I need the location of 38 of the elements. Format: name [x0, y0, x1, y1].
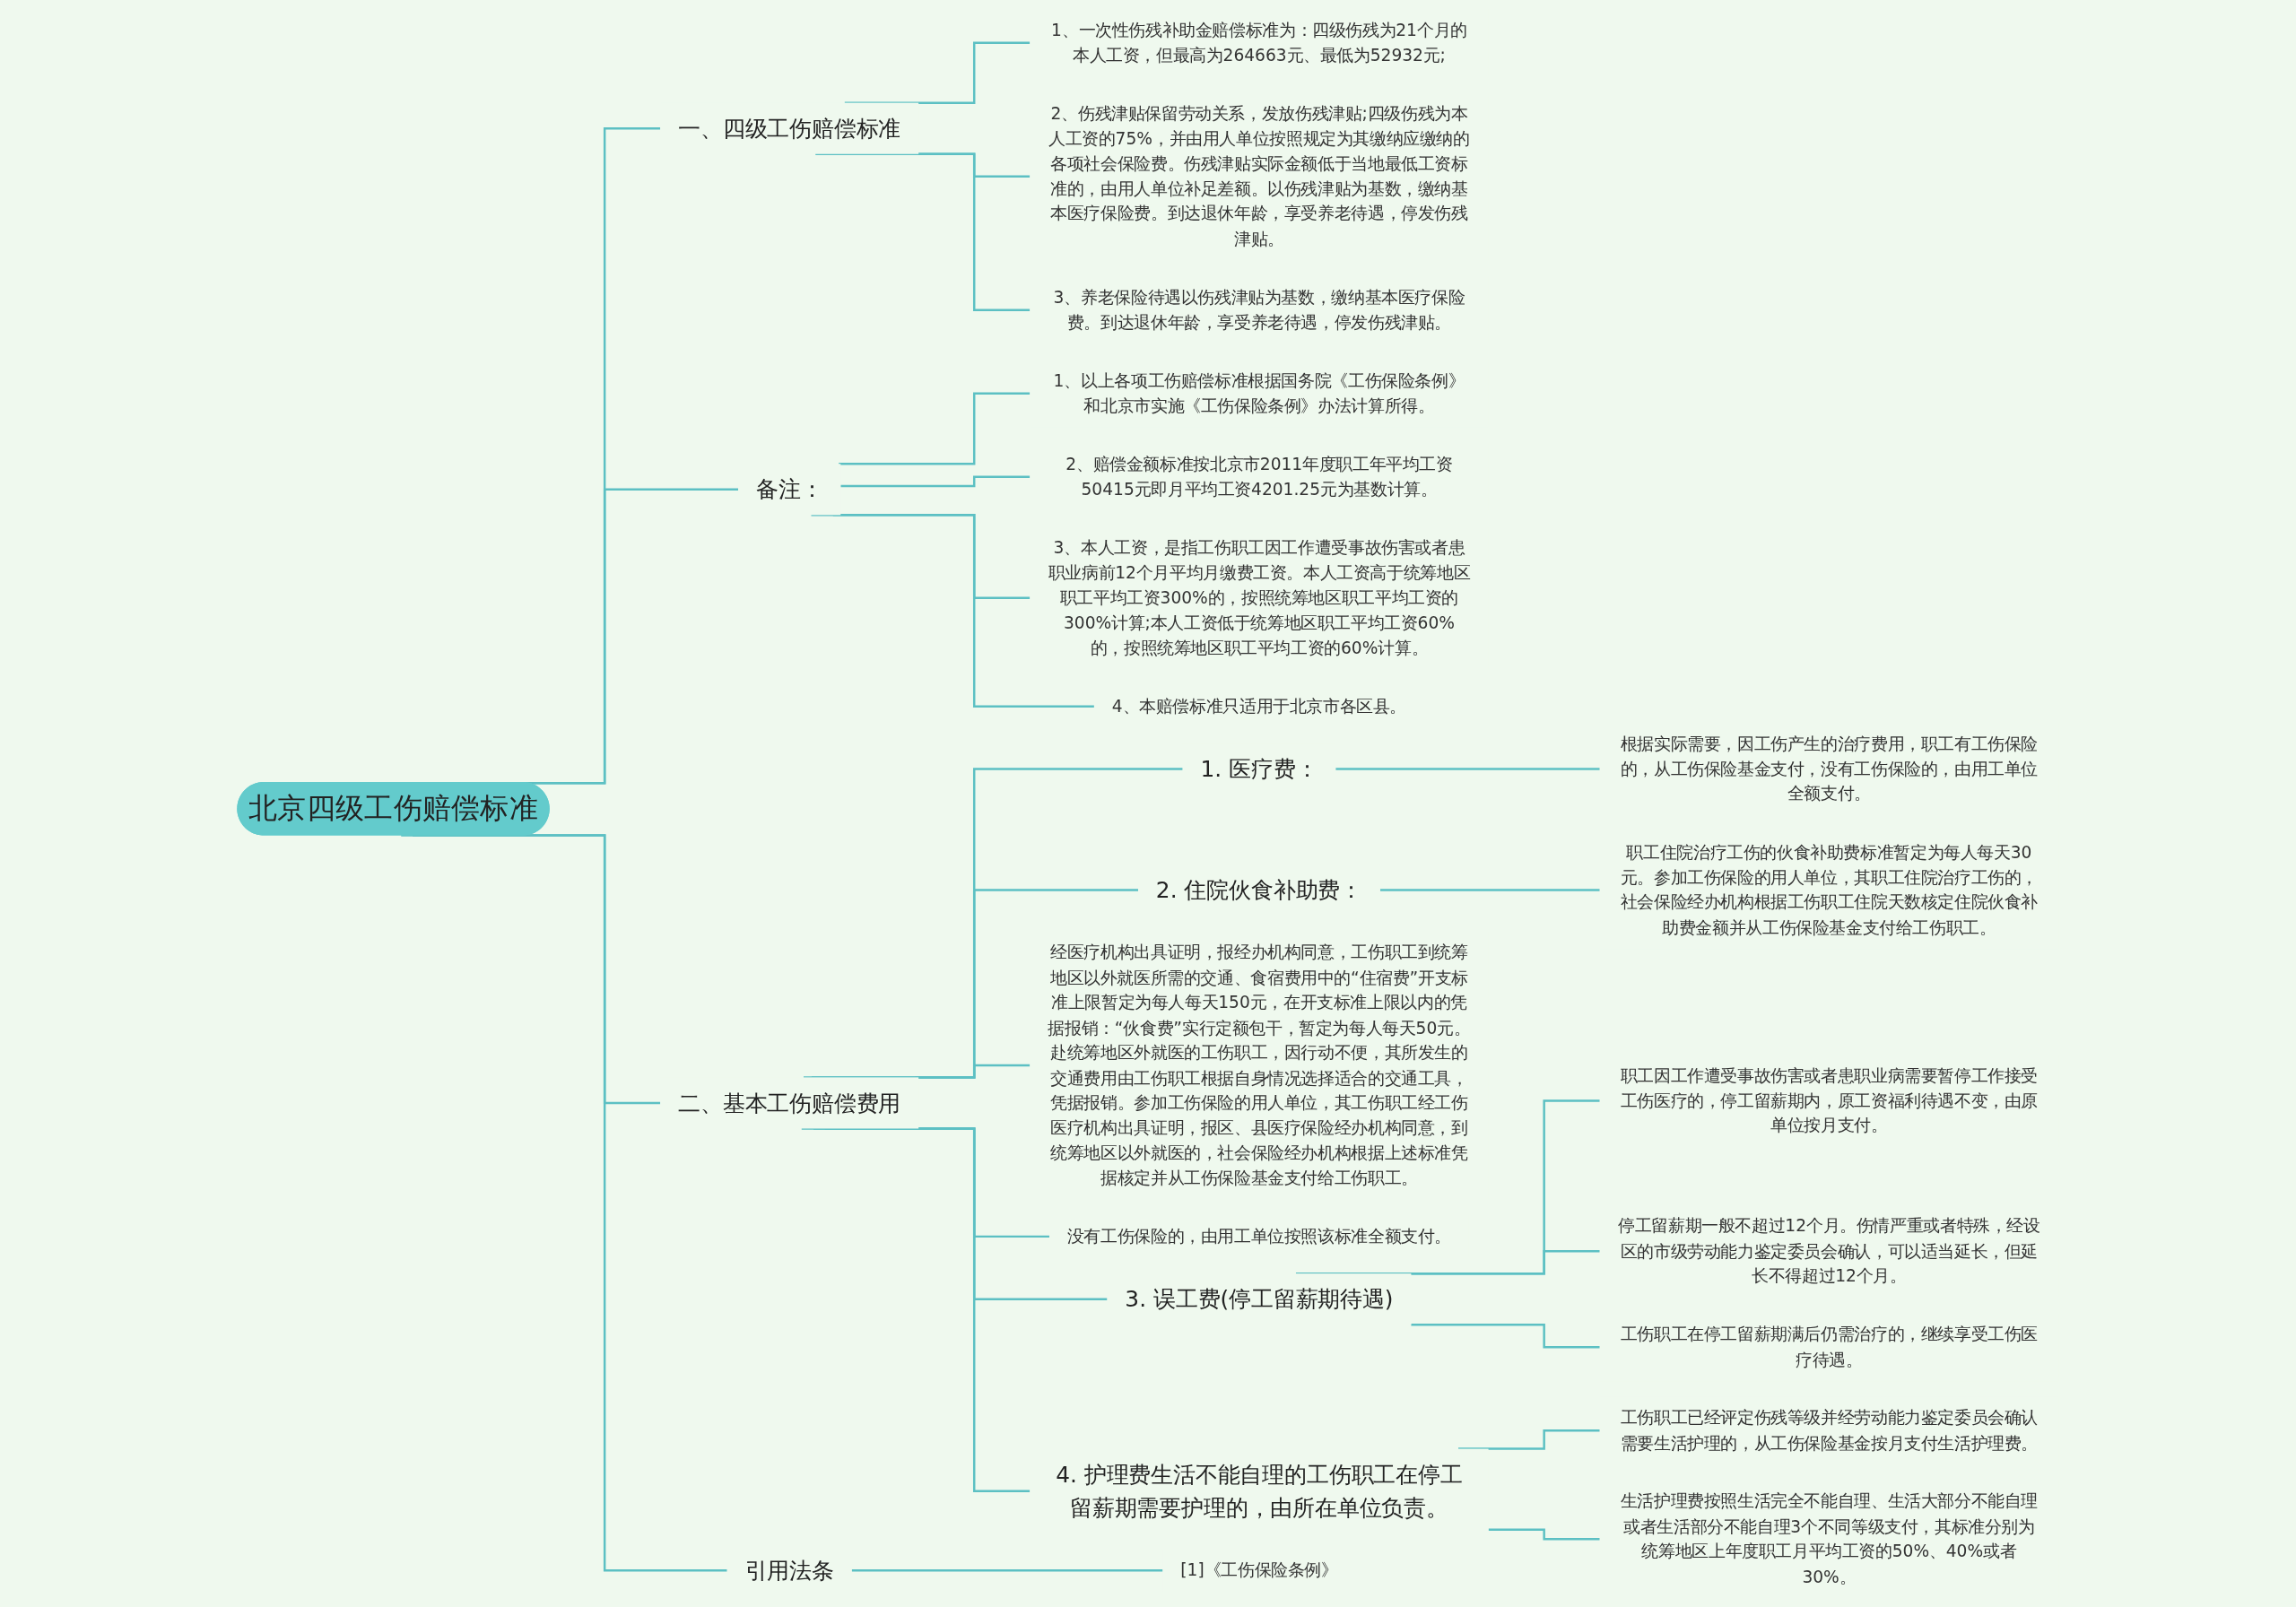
connector [1379, 889, 1601, 891]
node-text: 根据实际需要，因工伤产生的治疗费用，职工有工伤保险的，从工伤保险基金支付，没有工伤保险的，由用工单位全额支付。 [1620, 734, 2039, 804]
connector [815, 152, 1031, 311]
connector [1411, 1324, 1601, 1349]
node-text: 经医疗机构出具证明，报经办机构同意，工伤职工到统筹地区以外就医所需的交通、食宿费用中的“住宿费”开支标准上限暂定为每人每天150元，在开支标准上限以内的凭据报销：“伙食费”实行定额包干，暂定为每人每天50元。赴统筹地区外就医的工伤职工，因行动不便，其所发生的交通费用由工伤职工根据自身情况选择适合的交通工具，凭据报销。参加工伤保险的用人单位，其工伤职工经工伤医疗机构出具证明，报区、县医疗保险经办机构同意，到统筹地区以外就医的，社会保险经办机构根据上述标准凭据核定并从工伤保险基金支付给工伤职工。 [1048, 942, 1471, 1188]
node-text: 3、养老保险待遇以伤残津贴为基数，缴纳基本医疗保险费。到达退休年龄，享受养老待遇，停发伤残津贴。 [1053, 287, 1465, 333]
connector [839, 392, 1031, 465]
node-text: 2. 住院伙食补助费： [1155, 876, 1363, 904]
connector [840, 475, 1031, 488]
node-text: 停工留薪期一般不超过12个月。伤情严重或者特殊，经设区的市级劳动能力鉴定委员会确认，可以适当延长，但延长不得超过12个月。 [1618, 1215, 2040, 1286]
node-text: 引用法条 [744, 1557, 834, 1585]
connector [1295, 1099, 1601, 1275]
node-text: 没有工伤保险的，由用工单位按照该标准全额支付。 [1066, 1226, 1452, 1247]
connector [1458, 1429, 1601, 1450]
connector [851, 1568, 1164, 1572]
node-text: 3、本人工资，是指工伤职工因工作遭受事故伤害或者患职业病前12个月平均月缴费工资。本人工资高于统筹地区职工平均工资300%的，按照统筹地区职工平均工资的300%计算;本人工资低于统筹地区职工平均工资60%的，按照统筹地区职工平均工资的60%计算。 [1048, 537, 1471, 658]
connector [804, 768, 1184, 1079]
node-text: 4. 护理费生活不能自理的工伤职工在停工留薪期需要护理的，由所在单位负责。 [1056, 1461, 1463, 1522]
connector [915, 1064, 1031, 1079]
connector [401, 834, 728, 1572]
connector [801, 1127, 1031, 1492]
connector [844, 41, 1031, 104]
node-text: 工伤职工在停工留薪期满后仍需治疗的，继续享受工伤医疗待遇。 [1620, 1324, 2039, 1370]
connector [1411, 1249, 1601, 1275]
node-text: 职工因工作遭受事故伤害或者患职业病需要暂停工作接受工伤医疗的，停工留薪期内，原工资福利待遇不变，由原单位按月支付。 [1620, 1065, 2039, 1136]
node-text: 工伤职工已经评定伤残等级并经劳动能力鉴定委员会确认需要生活护理的，从工伤保险基金按月支付生活护理费。 [1620, 1407, 2039, 1454]
node-text: 2、赔偿金额标准按北京市2011年度职工年平均工资50415元即月平均工资4201.25元为基数计算。 [1065, 454, 1453, 499]
node-text: 生活护理费按照生活完全不能自理、生活大部分不能自理或者生活部分不能自理3个不同等级支付，其标准分别为统筹地区上年度职工月平均工资的50%、40%或者30%。 [1620, 1490, 2039, 1587]
node-text: 2、伤残津贴保留劳动关系，发放伤残津贴;四级伤残为本人工资的75%，并由用人单位按照规定为其缴纳应缴纳的各项社会保险费。伤残津贴实际金额低于当地最低工资标准的，由用人单位补足差额。以伤残津贴为基数，缴纳基本医疗保险费。到达退休年龄，享受养老待遇，停发伤残津贴。 [1048, 103, 1470, 249]
node-text: [1]《工伤保险条例》 [1180, 1559, 1338, 1581]
connector [811, 889, 1140, 1079]
node-text: 1、一次性伤残补助金赔偿标准为：四级伤残为21个月的本人工资，但最高为264663元、最低为52932元; [1051, 20, 1467, 65]
node-text: 职工住院治疗工伤的伙食补助费标准暂定为每人每天30元。参加工伤保险的用人单位，其职工住院治疗工伤的，社会保险经办机构根据工伤职工住院天数核定住院伙食补助费金额并从工伤保险基金支付给工伤职工。 [1620, 842, 2039, 938]
node-text: 1、以上各项工伤赔偿标准根据国务院《工伤保险条例》和北京市实施《工伤保险条例》办法计算所得。 [1053, 370, 1465, 416]
node-text: 1. 医疗费： [1200, 755, 1318, 783]
connector [1488, 1528, 1601, 1541]
node-text: 4、本赔偿标准只适用于北京市各区县。 [1111, 696, 1407, 717]
connector [1335, 768, 1601, 770]
